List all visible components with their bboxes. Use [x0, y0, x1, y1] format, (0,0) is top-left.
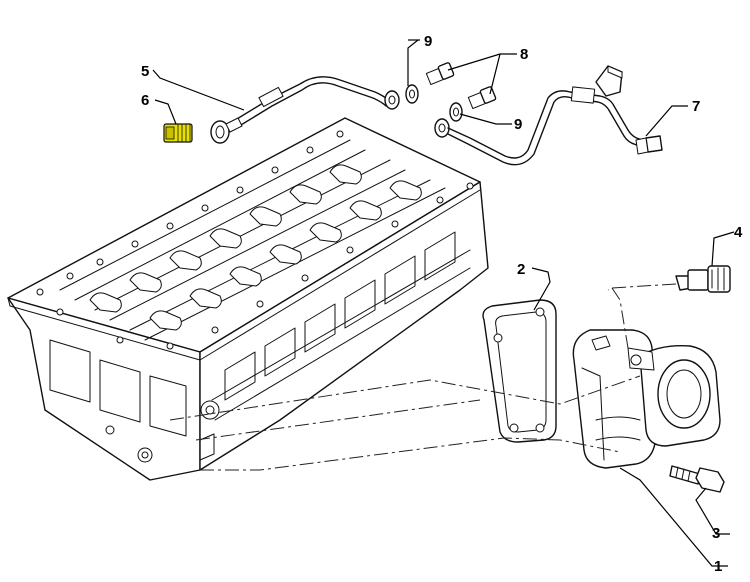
callout-5: 5 [141, 63, 149, 80]
assembly-lines [169, 287, 641, 471]
gasket [482, 299, 557, 443]
cylinder-head [7, 117, 489, 481]
washer-lower [449, 102, 463, 122]
leader-lines [152, 39, 735, 567]
banjo-bolt-highlighted [163, 123, 193, 143]
callouts: 1 2 3 4 5 6 7 8 9 9 [141, 33, 743, 575]
washer-upper [405, 84, 419, 104]
callout-8: 8 [520, 46, 528, 63]
callout-2: 2 [517, 261, 525, 278]
bolt-lower [467, 86, 497, 110]
callout-9-upper: 9 [424, 33, 432, 50]
temperature-sensor [607, 265, 731, 293]
callout-4: 4 [734, 224, 743, 241]
callout-7: 7 [692, 98, 700, 115]
oil-pipe-left [210, 76, 400, 144]
callout-1: 1 [714, 558, 722, 575]
bolt-upper [425, 62, 455, 86]
callout-6: 6 [141, 92, 149, 109]
housing-bolt [669, 465, 725, 493]
callout-9-lower: 9 [514, 116, 522, 133]
oil-pipe-right [434, 65, 663, 166]
callout-3: 3 [712, 525, 720, 542]
thermostat-housing [572, 329, 721, 469]
